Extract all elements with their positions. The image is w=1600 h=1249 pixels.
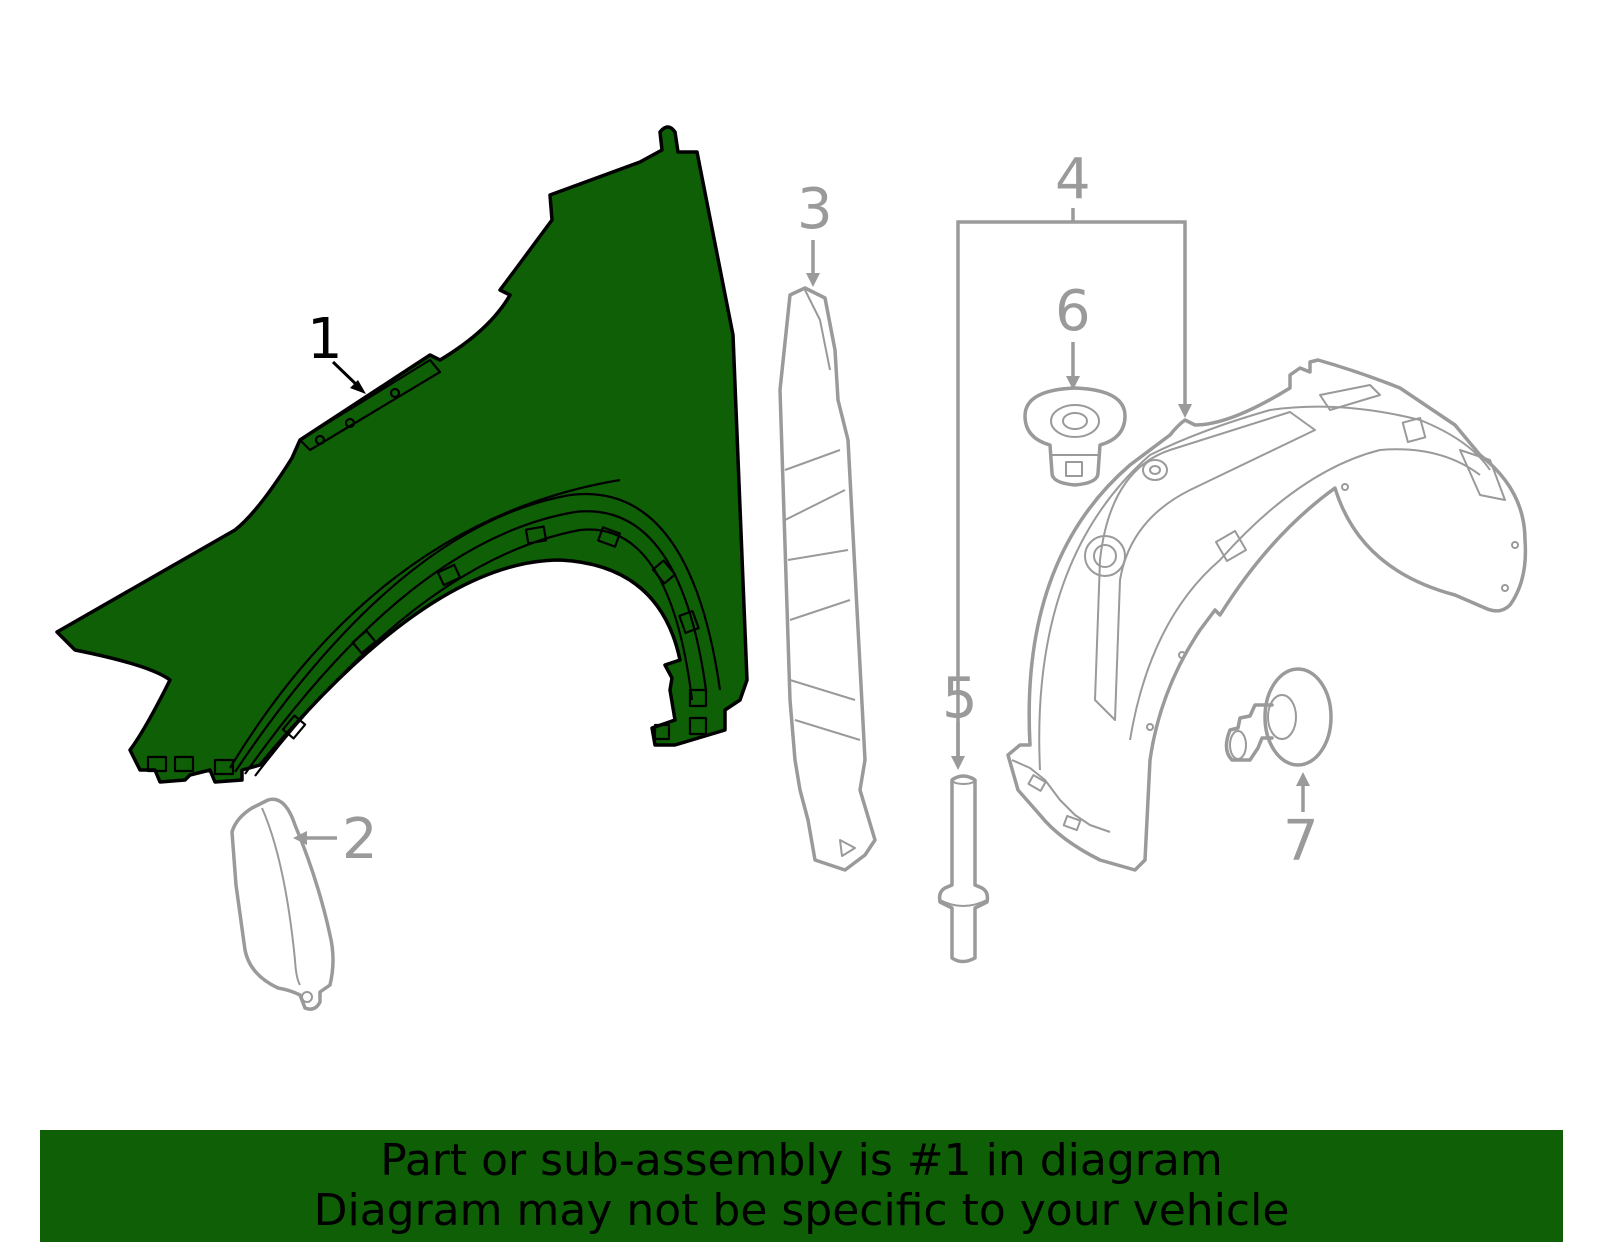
svg-text:6: 6 (1055, 279, 1091, 344)
callout-3: 3 (797, 177, 833, 287)
callout-4: 4 (956, 147, 1192, 760)
fender-part-1[interactable] (55, 125, 749, 784)
callout-5: 5 (942, 666, 978, 770)
svg-text:7: 7 (1283, 809, 1319, 874)
svg-text:5: 5 (942, 666, 978, 731)
retainer-part-7[interactable] (1224, 667, 1333, 767)
fender-liner-part-4[interactable] (1006, 358, 1528, 872)
svg-text:3: 3 (797, 177, 833, 242)
callout-2: 2 (293, 807, 378, 872)
banner-line-2: Diagram may not be specific to your vehi… (313, 1185, 1290, 1236)
side-marker-part-2[interactable] (230, 797, 335, 1011)
callout-1: 1 (307, 307, 366, 394)
svg-text:4: 4 (1055, 147, 1091, 212)
svg-text:1: 1 (307, 307, 343, 372)
callout-7: 7 (1283, 772, 1319, 874)
callout-6: 6 (1055, 279, 1091, 390)
push-clip-part-6[interactable] (1023, 386, 1127, 487)
rivet-pin-part-5[interactable] (937, 774, 990, 964)
banner-line-1: Part or sub-assembly is #1 in diagram (380, 1135, 1223, 1186)
fender-seal-part-3[interactable] (778, 286, 877, 872)
info-banner: Part or sub-assembly is #1 in diagram Di… (40, 1130, 1563, 1242)
svg-text:2: 2 (342, 807, 378, 872)
